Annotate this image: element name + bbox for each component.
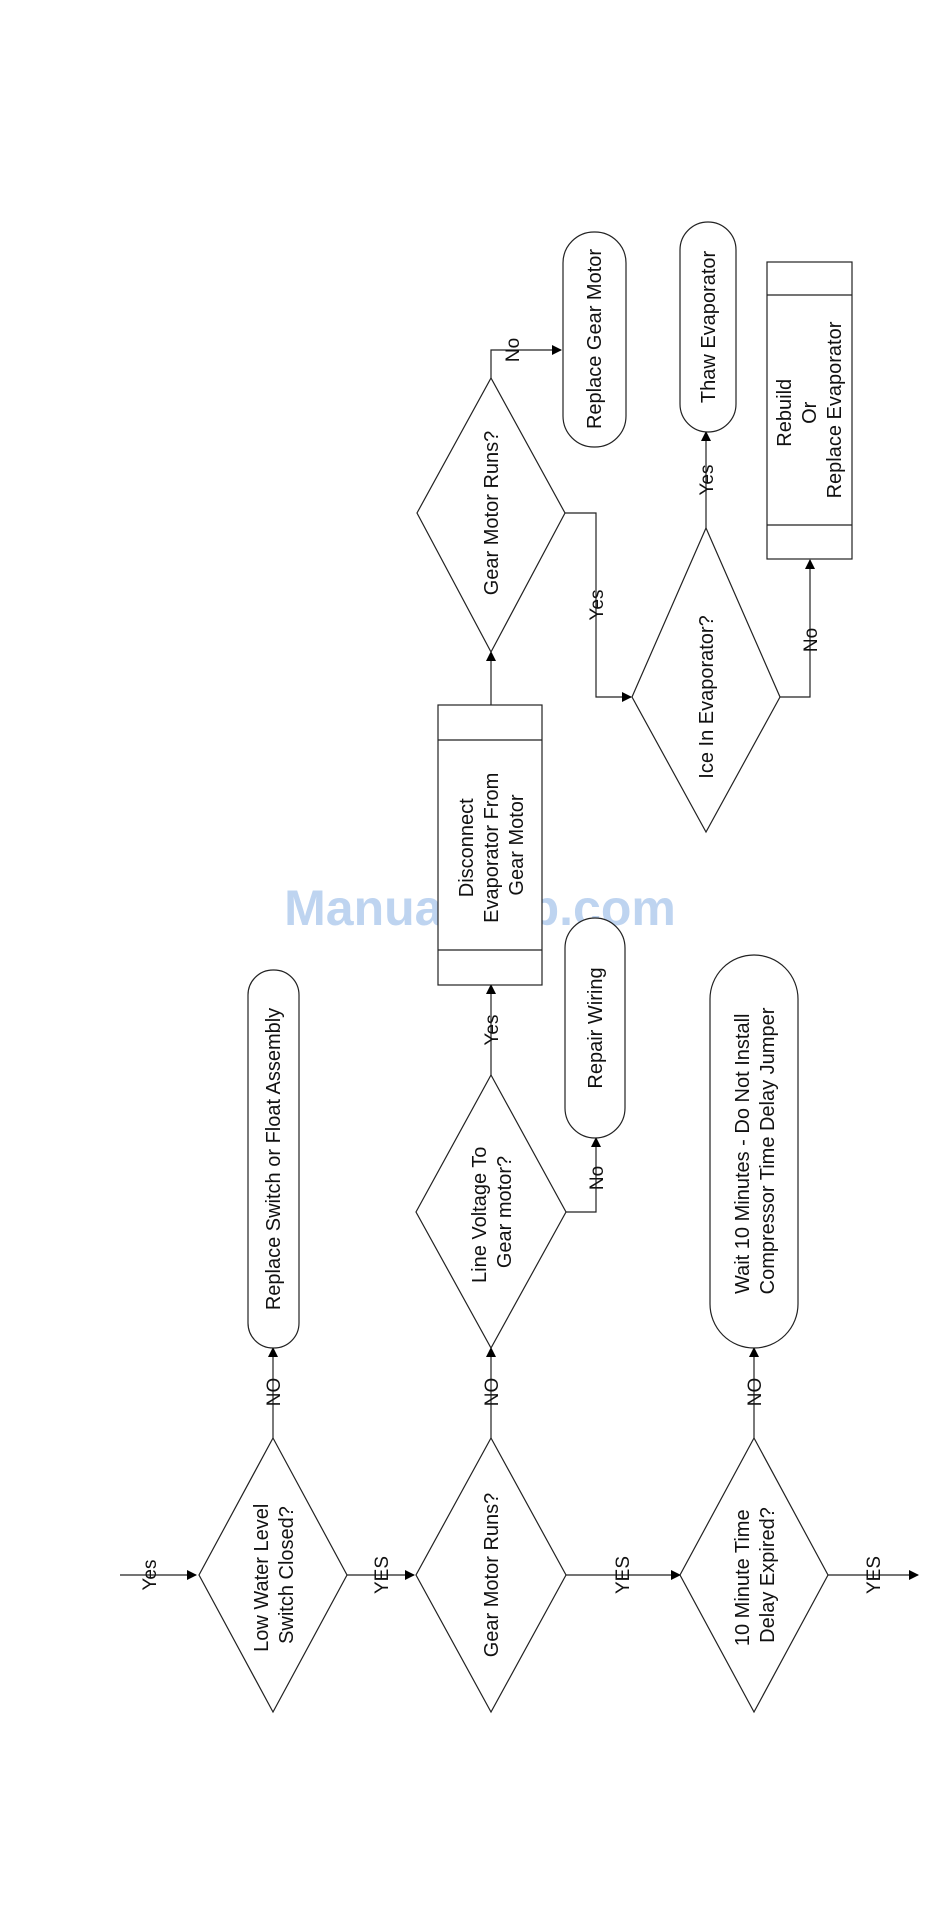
label-disconnect-line3: Gear Motor	[506, 794, 528, 895]
label-disconnect-line2: Evaporator From	[481, 773, 503, 923]
connectors	[120, 345, 919, 1580]
label-rebuild-line3: Replace Evaporator	[824, 321, 846, 498]
label-line-voltage: Line Voltage To Gear motor?	[469, 1141, 516, 1283]
edge-label-gm2-yes: Yes	[587, 590, 608, 621]
decision-time-delay	[679, 1436, 829, 1714]
terminal-replace-gear-motor	[562, 231, 627, 448]
edge-label-lv-yes: Yes	[482, 1015, 503, 1046]
edge-label-ice-no: No	[801, 628, 822, 652]
edge-label-td-yes: YES	[864, 1556, 885, 1594]
label-time-delay-line2: Delay Expired?	[757, 1507, 779, 1643]
label-wait-10-minutes-line2: Compressor Time Delay Jumper	[757, 1007, 779, 1294]
edge-label-gm2-no: No	[503, 338, 524, 362]
process-rebuild-evaporator	[766, 261, 853, 560]
edge-label-gm1-no: NO	[482, 1378, 503, 1407]
terminal-replace-switch	[247, 969, 300, 1349]
decision-gear-motor-runs-1	[415, 1436, 567, 1714]
label-low-water-line2: Switch Closed?	[276, 1506, 298, 1644]
terminal-repair-wiring	[564, 917, 626, 1139]
label-rebuild-line2: Or	[799, 401, 821, 424]
label-time-delay: 10 Minute Time Delay Expired?	[732, 1504, 779, 1646]
label-thaw-evaporator-line1: Thaw Evaporator	[698, 251, 720, 404]
label-rebuild-line1: Rebuild	[774, 379, 796, 447]
label-ice-in-evaporator: Ice In Evaporator?	[696, 615, 718, 778]
label-line-voltage-line1: Line Voltage To	[469, 1147, 491, 1283]
label-disconnect-line1: Disconnect	[456, 798, 478, 897]
label-gear-motor-runs-1: Gear Motor Runs?	[481, 1493, 503, 1658]
terminal-thaw-evaporator	[679, 221, 737, 433]
label-low-water: Low Water Level Switch Closed?	[251, 1498, 298, 1652]
decision-ice-in-evaporator	[631, 526, 781, 834]
edge-label-entry-yes: Yes	[140, 1560, 161, 1591]
edge-label-ice-yes: Yes	[697, 465, 718, 496]
label-thaw-evaporator: Thaw Evaporator	[698, 251, 720, 404]
edge-label-lv-no: No	[587, 1166, 608, 1190]
label-replace-gear-motor-line1: Replace Gear Motor	[584, 249, 606, 429]
edge-labels: Yes NO YES NO YES Yes No No Yes Yes No N…	[140, 338, 885, 1594]
label-replace-gear-motor: Replace Gear Motor	[584, 249, 606, 429]
shapes	[198, 221, 853, 1714]
label-line-voltage-line2: Gear motor?	[494, 1156, 516, 1268]
edge-lv-no	[566, 1137, 601, 1213]
label-wait-10-minutes-line1: Wait 10 Minutes - Do Not Install	[732, 1014, 754, 1294]
edge-label-gm1-yes: YES	[613, 1556, 634, 1594]
label-gear-motor-runs-1-line1: Gear Motor Runs?	[481, 1493, 503, 1658]
edge-label-low-water-no: NO	[264, 1378, 285, 1407]
decision-low-water-switch	[198, 1436, 348, 1714]
edge-label-low-water-yes: YES	[372, 1556, 393, 1594]
decision-gear-motor-runs-2	[416, 376, 566, 654]
label-gear-motor-runs-2-line1: Gear Motor Runs?	[481, 431, 503, 596]
node-labels: Low Water Level Switch Closed? Replace S…	[251, 249, 846, 1658]
label-ice-in-evaporator-line1: Ice In Evaporator?	[696, 615, 718, 778]
label-disconnect: Disconnect Evaporator From Gear Motor	[456, 767, 528, 923]
edge-gm2-no	[490, 345, 562, 378]
label-low-water-line1: Low Water Level	[251, 1504, 273, 1652]
edge-ice-no	[780, 559, 815, 698]
label-wait-10-minutes: Wait 10 Minutes - Do Not Install Compres…	[732, 1007, 779, 1294]
label-rebuild: Rebuild Or Replace Evaporator	[774, 321, 846, 498]
label-replace-switch: Replace Switch or Float Assembly	[263, 1008, 285, 1310]
process-disconnect-evaporator	[437, 704, 543, 986]
label-replace-switch-line1: Replace Switch or Float Assembly	[263, 1008, 285, 1310]
label-repair-wiring: Repair Wiring	[585, 967, 607, 1088]
decision-line-voltage	[415, 1073, 567, 1350]
label-gear-motor-runs-2: Gear Motor Runs?	[481, 431, 503, 596]
edge-label-td-no: NO	[745, 1378, 766, 1407]
label-repair-wiring-line1: Repair Wiring	[585, 967, 607, 1088]
label-time-delay-line1: 10 Minute Time	[732, 1509, 754, 1646]
terminal-wait-10-minutes	[709, 954, 799, 1349]
edge-gm2-yes	[565, 512, 632, 702]
